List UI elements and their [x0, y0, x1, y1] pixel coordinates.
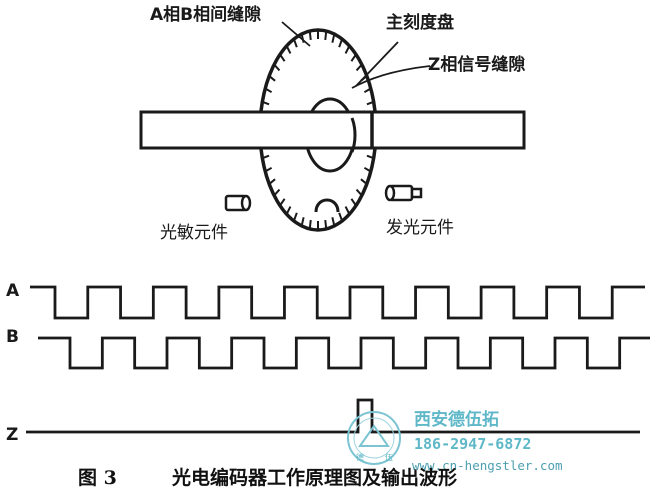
watermark-url: www.cn-hengstler.com — [412, 458, 563, 473]
leader-z-slit — [351, 65, 431, 89]
shaft — [139, 110, 526, 150]
waveform-label-z: Z — [6, 425, 18, 445]
label-photo-sensor: 光敏元件 — [160, 223, 228, 243]
figure-number: 图 3 — [78, 467, 117, 489]
figure-title: 光电编码器工作原理图及输出波形 — [171, 466, 457, 489]
waveform-a — [30, 285, 645, 320]
encoder-mechanism — [139, 21, 526, 232]
waveform-b — [38, 336, 650, 370]
svg-text:伍: 伍 — [385, 452, 393, 462]
photo-sensor-element — [224, 194, 252, 212]
label-z-slit: Z相信号缝隙 — [428, 54, 525, 75]
waveform-label-a: A — [6, 281, 20, 301]
waveform-label-b: B — [6, 327, 19, 347]
label-light-emitter: 发光元件 — [386, 218, 454, 238]
disk-hub-front — [350, 117, 357, 153]
label-ab-slit: A相B相间缝隙 — [150, 4, 261, 25]
watermark-phone: 186-2947-6872 — [414, 435, 531, 453]
disk-ticks — [261, 30, 376, 230]
output-waveforms: A B Z — [6, 281, 650, 445]
watermark-company: 西安德伍拓 — [414, 409, 499, 430]
z-phase-slit — [314, 198, 340, 213]
light-emitter-element — [384, 184, 423, 202]
leader-ab-slit — [281, 21, 311, 47]
watermark: 德 伍 西安德伍拓 186-2947-6872 www.cn-hengstler… — [347, 409, 563, 473]
watermark-seal-logo: 德 伍 — [347, 411, 401, 465]
waveform-z — [26, 398, 640, 434]
label-main-disk: 主刻度盘 — [386, 12, 454, 33]
svg-text:德: 德 — [356, 452, 364, 462]
leader-main-disk — [355, 41, 399, 87]
